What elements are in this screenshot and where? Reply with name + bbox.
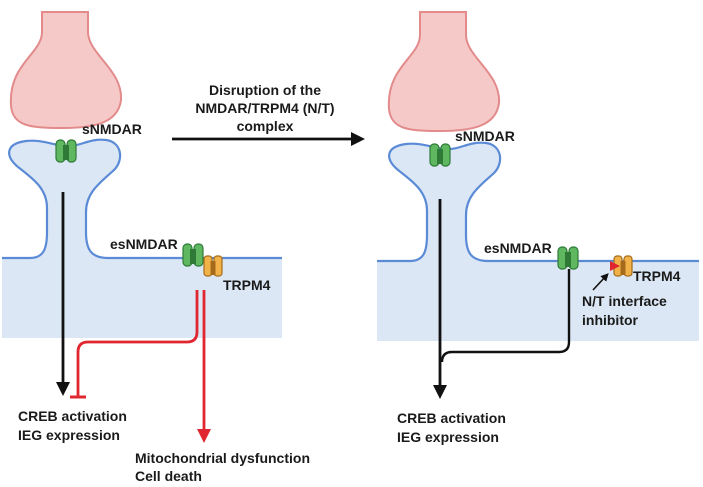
right-panel: sNMDAR esNMDAR TRPM4 N/T interface inhib… — [377, 11, 699, 445]
right-presynaptic-terminal — [387, 11, 501, 133]
right-esnmdar-path — [440, 269, 571, 363]
transition-line2: NMDAR/TRPM4 (N/T) — [195, 100, 334, 116]
right-esnmdar-receptor-icon — [557, 246, 579, 270]
transition-group: Disruption of the NMDAR/TRPM4 (N/T) comp… — [172, 82, 365, 146]
left-outcome-line1: CREB activation — [18, 408, 127, 424]
left-dendrite — [2, 258, 282, 338]
inhibitor-pointer-arrow — [592, 273, 609, 291]
right-trpm4-label: TRPM4 — [633, 268, 681, 284]
left-snmdar-label: sNMDAR — [82, 121, 142, 137]
right-dendrite — [377, 261, 699, 341]
inhibitor-wedge-icon — [610, 261, 620, 271]
left-toxic-line2: Cell death — [135, 468, 202, 484]
right-snmdar-label: sNMDAR — [455, 128, 515, 144]
left-esnmdar-receptor-icon — [182, 243, 204, 267]
left-esnmdar-label: esNMDAR — [110, 236, 178, 252]
right-esnmdar-label: esNMDAR — [484, 240, 552, 256]
left-toxic-line1: Mitochondrial dysfunction — [135, 450, 310, 466]
transition-line3: complex — [237, 118, 294, 134]
left-snmdar-receptor-icon — [55, 139, 77, 163]
left-inhibition-path — [76, 290, 199, 397]
left-trpm4-label: TRPM4 — [223, 277, 271, 293]
transition-line1: Disruption of the — [209, 82, 321, 98]
inhibitor-line2: inhibitor — [582, 312, 639, 328]
inhibitor-line1: N/T interface — [582, 293, 667, 309]
right-outcome-line1: CREB activation — [397, 410, 506, 426]
right-outcome-line2: IEG expression — [397, 429, 499, 445]
left-presynaptic-terminal — [9, 11, 123, 130]
left-outcome-line2: IEG expression — [18, 427, 120, 443]
left-panel: sNMDAR esNMDAR TRPM4 CREB activation IEG… — [2, 11, 310, 484]
